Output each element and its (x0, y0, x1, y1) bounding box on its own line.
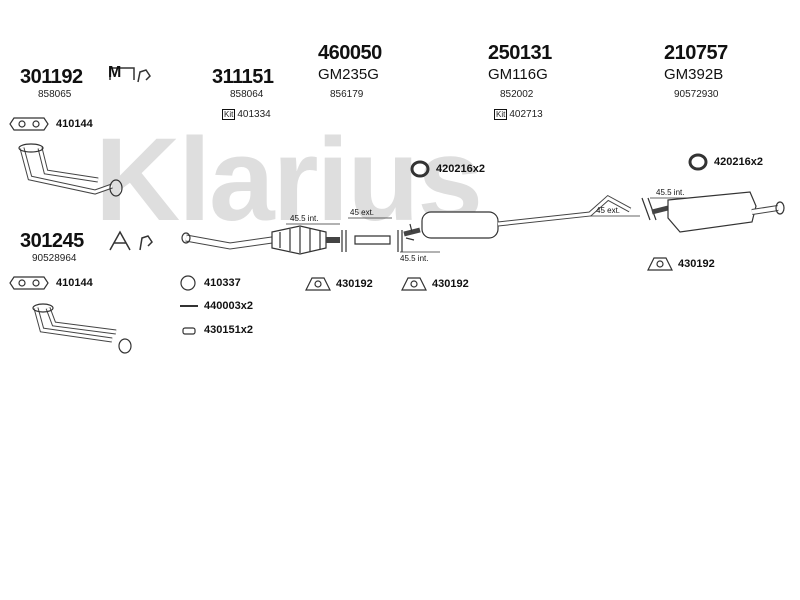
oe-number-852002: 852002 (500, 89, 534, 100)
part-number-250131: 250131 (488, 42, 552, 64)
kit-number: 402713 (509, 109, 543, 120)
bolt-label: 440003x2 (204, 300, 253, 312)
gm-number-gm116g: GM116G (488, 66, 548, 83)
front-pipe-bottom-icon (32, 303, 132, 354)
middle-silencer-icon (403, 194, 632, 241)
part-number-311151: 311151 (212, 66, 274, 88)
mount-label-1: 430192 (336, 278, 373, 290)
gasket-bottom-icon (9, 276, 49, 290)
kit-number: 401334 (237, 109, 271, 120)
oe-number-90528964: 90528964 (32, 253, 77, 264)
front-pipe-top-icon (18, 143, 123, 197)
gasket-label-bottom: 410144 (56, 277, 93, 289)
part-number-210757: 210757 (664, 42, 728, 64)
dim-label-3: 45.5 int. (400, 254, 429, 263)
oe-number-858064: 858064 (230, 89, 264, 100)
mount-label-3: 430192 (678, 258, 715, 270)
mount-label-2: 430192 (432, 278, 469, 290)
mount-icon-2 (401, 277, 427, 291)
rear-joint-markers (641, 197, 657, 221)
rubber-label-1: 420216x2 (436, 163, 485, 175)
kit-badge: Kit (494, 109, 508, 120)
mount-icon-1 (305, 277, 331, 291)
part-number-301245: 301245 (20, 230, 84, 252)
mount-icon-3 (647, 257, 673, 271)
oe-number-90572930: 90572930 (674, 89, 719, 100)
part-number-460050: 460050 (318, 42, 382, 64)
rubber-icon-2 (688, 153, 708, 171)
manual-gearbox-icon (109, 67, 151, 83)
ring-label: 410337 (204, 277, 241, 289)
oe-number-858065: 858065 (38, 89, 72, 100)
small-clamp-label: 430151x2 (204, 324, 253, 336)
gm-number-gm392b: GM392B (664, 66, 724, 83)
kit-badge: Kit (222, 109, 236, 120)
rubber-label-2: 420216x2 (714, 156, 763, 168)
joint-markers (341, 230, 403, 252)
manual-gearbox-letter: M (108, 64, 122, 81)
dim-label-1: 45.5 int. (290, 214, 319, 223)
rear-silencer-icon (651, 191, 785, 233)
rubber-icon-1 (410, 160, 430, 178)
dim-label-2: 45 ext. (350, 208, 375, 217)
dim-label-5: 45.5 int. (656, 188, 685, 197)
part-number-301192: 301192 (20, 66, 83, 88)
small-clamp-icon (182, 327, 196, 335)
oe-number-856179: 856179 (330, 89, 364, 100)
catalyst-pipe-icon (181, 225, 340, 255)
ring-icon (180, 275, 196, 291)
gm-number-gm235g: GM235G (318, 66, 379, 83)
dim-label-4: 45 ext. (596, 206, 621, 215)
automatic-gearbox-icon (109, 230, 153, 251)
gasket-top-icon (9, 117, 49, 131)
gasket-label-top: 410144 (56, 118, 93, 130)
